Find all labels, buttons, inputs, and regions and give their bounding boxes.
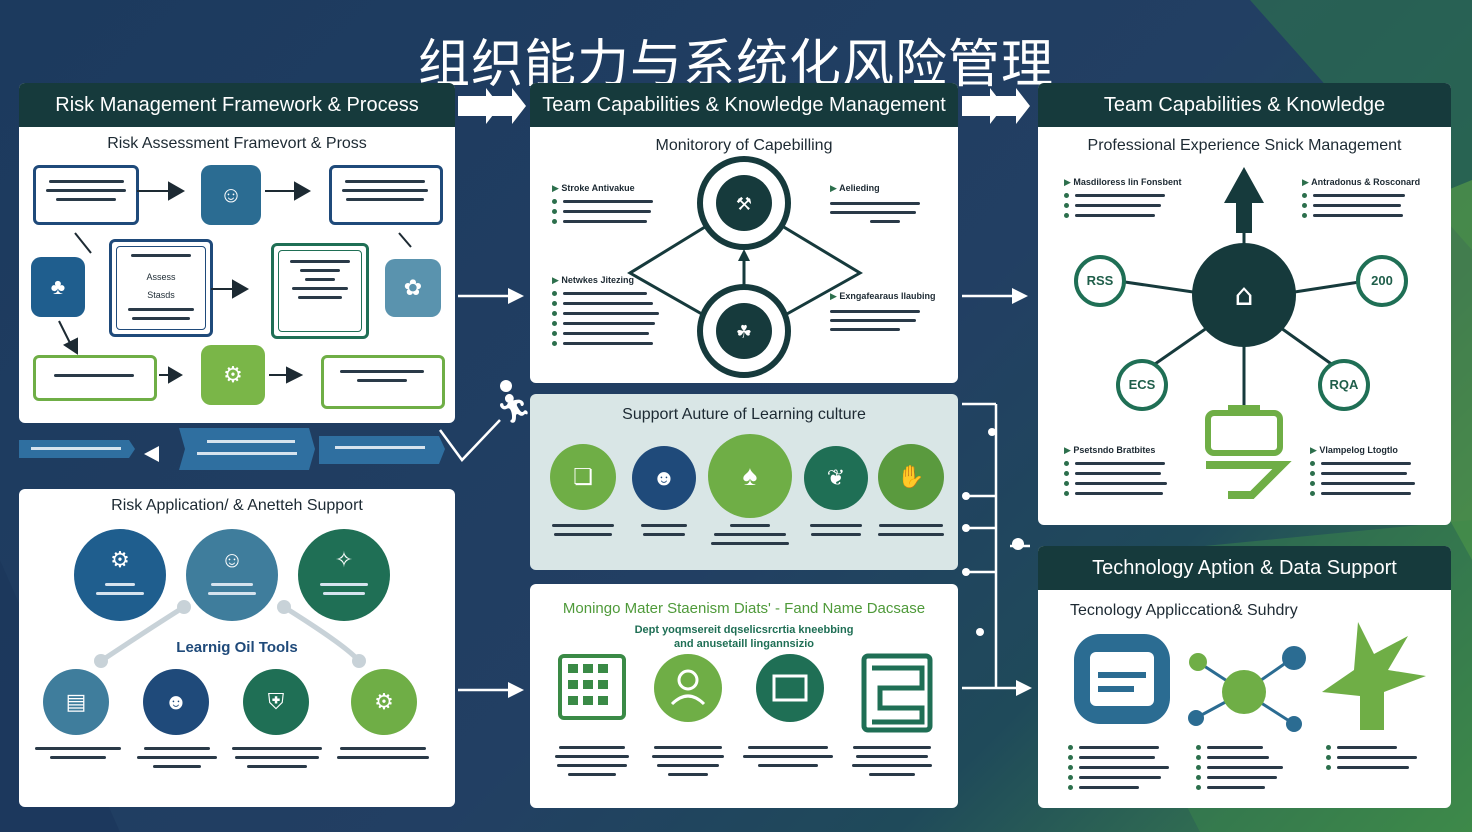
application-circle: ☺ (186, 529, 278, 621)
process-box (321, 355, 445, 409)
panel-risk-framework: Risk Management Framework & Process Risk… (19, 83, 455, 423)
process-box (271, 243, 369, 339)
analytics-icon: ✧ (334, 547, 354, 572)
tree-icon: ♠ (742, 460, 758, 491)
node-label: RSS (1086, 273, 1114, 288)
shield-icon: ⛨ (267, 689, 285, 714)
runner-icon: 🏃︎ (496, 392, 532, 425)
bullet-group: Masdiloress lin Fonsbent (1064, 177, 1194, 218)
node-label: ECS (1128, 377, 1156, 392)
application-circle: ⚙ (74, 529, 166, 621)
panel-team-knowledge: Team Capabilities & Knowledge Profession… (1038, 83, 1451, 525)
bullet-group (1068, 740, 1169, 790)
panel-subtitle: Moningo Mater Staenism Diats' - Fand Nam… (562, 600, 926, 617)
culture-circle: ❏ (550, 444, 616, 510)
gear-icon: ⚙ (374, 689, 394, 714)
process-tile: ☺ (201, 165, 261, 225)
panel-header: Technology Aption & Data Support (1038, 546, 1451, 590)
culture-circle: ❦ (804, 446, 868, 510)
panel-technology: Technology Aption & Data Support Tecnolo… (1038, 546, 1451, 808)
panel-subtitle: Support Auture of Learning culture (622, 406, 866, 423)
culture-circle: ♠ (708, 434, 792, 518)
person-icon: ☺ (219, 182, 243, 207)
bullet-group: Psetsndo Bratbites (1064, 445, 1198, 496)
panel-subtitle: Professional Experience Snick Management (1087, 137, 1402, 154)
process-tile: ✿ (385, 259, 441, 317)
panel-risk-application: Risk Application/ & Anetteh Support ⚙ ☺ … (19, 489, 455, 807)
panel-header: Team Capabilities & Knowledge Management (530, 83, 958, 127)
gears-icon: ⚙ (223, 362, 243, 387)
tool-circle: ▤ (43, 669, 109, 735)
description-line: and anusetaill lingannsizio (674, 638, 814, 650)
svg-text:⚒: ⚒ (736, 194, 752, 215)
svg-text:☘: ☘ (736, 322, 752, 343)
process-tile: ⚙ (201, 345, 265, 405)
tool-circle: ⚙ (351, 669, 417, 735)
panel-team-capabilities: Team Capabilities & Knowledge Management… (530, 83, 958, 383)
bullet-group: Vlampelog Ltogtlo (1310, 445, 1442, 496)
bullet-group: Stroke Antivakue (552, 183, 692, 224)
panel-subtitle: Monitorory of Capebilling (655, 137, 833, 154)
document-icon: ▤ (65, 689, 87, 714)
gears-icon: ⚙ (110, 547, 130, 572)
application-circle: ✧ (298, 529, 390, 621)
culture-circle: ☻ (632, 446, 696, 510)
person-icon: ☺ (220, 547, 244, 572)
process-box (329, 165, 443, 225)
technology-icons (1074, 622, 1426, 732)
bullet-group: Netwkes Jitezing (552, 275, 692, 346)
people-icon: ☻ (652, 465, 676, 490)
bullet-group (1196, 740, 1283, 790)
bullet-group: Aelieding (830, 183, 950, 229)
bullet-group (1326, 740, 1417, 770)
bullet-group: Antradonus & Rosconard (1302, 177, 1442, 218)
culture-circle: ✋ (878, 444, 944, 510)
panel-subtitle: Tecnology Appliccation& Suhdry (1070, 602, 1298, 619)
panel-learning-culture: Support Auture of Learning culture ❏ ☻ ♠… (530, 394, 958, 570)
capability-diagram: ⚒ ☘ (627, 156, 863, 378)
arrow-strip (19, 428, 445, 470)
book-icon: ❏ (573, 464, 593, 489)
leaf-icon: ❦ (826, 465, 846, 490)
node-label: RQA (1329, 377, 1359, 392)
tool-circle: ⛨ (243, 669, 309, 735)
tool-circle: ☻ (143, 669, 209, 735)
process-tile: ♣ (31, 257, 85, 317)
node-label: 200 (1371, 273, 1393, 288)
handshake-icon: ✋ (897, 464, 925, 489)
panel-header: Team Capabilities & Knowledge (1038, 83, 1451, 127)
panel-header: Risk Management Framework & Process (19, 83, 455, 127)
box-label: Stasds (147, 290, 175, 300)
flow-arrows (58, 181, 412, 384)
tools-label: Learnig Oil Tools (176, 639, 298, 656)
process-box (33, 165, 139, 225)
team-icon: ♣ (50, 274, 66, 299)
user-icon: ☻ (164, 689, 188, 714)
panel-monitoring: Moningo Mater Staenism Diats' - Fand Nam… (530, 584, 958, 808)
svg-text:⌂: ⌂ (1234, 278, 1253, 313)
description-line: Dept yoqmsereit dqselicsrcrtia kneebbing (634, 624, 854, 636)
panel-subtitle: Risk Assessment Framevort & Pross (107, 135, 367, 152)
knowledge-network: ⌂ (1074, 167, 1408, 499)
bullet-group: Exngafearaus llaubing (830, 291, 952, 337)
box-label: Assess (146, 272, 176, 282)
panel-subtitle: Risk Application/ & Anetteh Support (111, 497, 363, 514)
monitoring-icons (558, 653, 933, 733)
process-box (33, 355, 157, 401)
network-icon: ✿ (403, 275, 423, 300)
tools-connectors (94, 600, 366, 668)
process-box: Assess Stasds (109, 239, 213, 337)
